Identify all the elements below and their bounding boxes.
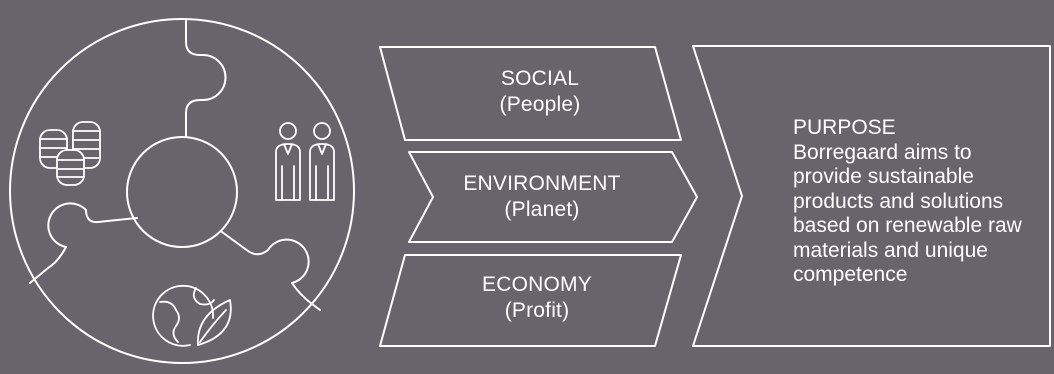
social-label: SOCIAL (People) (440, 66, 640, 118)
environment-label: ENVIRONMENT (Planet) (442, 171, 642, 223)
puzzle-seam-top (185, 18, 227, 138)
purpose-heading: PURPOSE (793, 116, 896, 139)
coins-stack-icon (39, 121, 101, 186)
puzzle-seam-right (221, 231, 321, 311)
environment-box (408, 151, 698, 243)
environment-title: ENVIRONMENT (463, 172, 621, 195)
purpose-text-block: PURPOSE Borregaard aims to provide susta… (793, 116, 1043, 288)
social-box (379, 46, 682, 141)
economy-subtitle: (Profit) (504, 299, 570, 322)
people-icon (275, 122, 335, 201)
environment-subtitle: (Planet) (504, 198, 580, 221)
outer-circle (9, 18, 355, 364)
globe-leaf-icon (152, 284, 232, 347)
social-subtitle: (People) (499, 93, 581, 116)
puzzle-seam-left (29, 202, 138, 284)
economy-label: ECONOMY (Profit) (437, 272, 637, 324)
purpose-box (692, 45, 1051, 347)
social-title: SOCIAL (500, 67, 580, 90)
economy-box (379, 254, 682, 347)
inner-hub-circle (126, 136, 238, 248)
economy-title: ECONOMY (482, 273, 592, 296)
purpose-description: Borregaard aims to provide sustainable p… (793, 140, 1022, 287)
